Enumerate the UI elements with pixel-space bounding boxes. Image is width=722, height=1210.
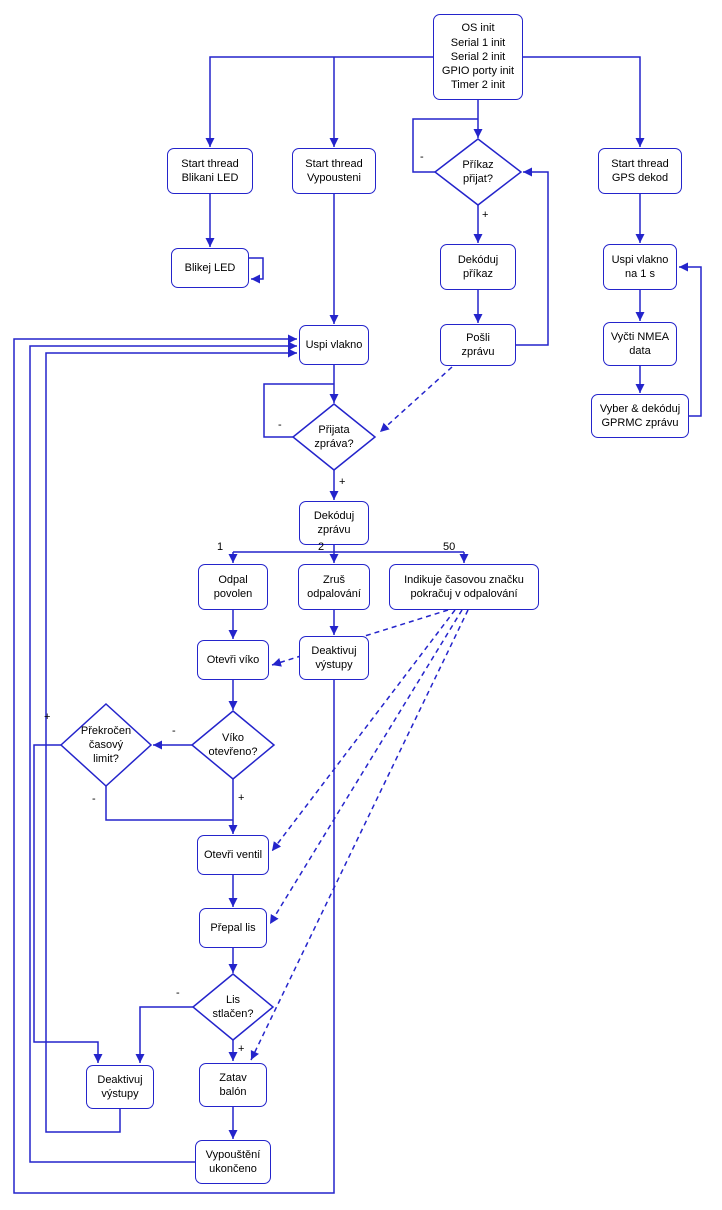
edge-label-prijata-plus: + (339, 476, 346, 488)
edge-label-prekrocen-plus: + (44, 711, 51, 723)
node-start-thread-vypousteni: Start thread Vypousteni (292, 148, 376, 194)
node-deaktivuj-vystupy-horni: Deaktivuj výstupy (299, 636, 369, 680)
node-prekrocen-limit: Překročen časový limit? (80, 724, 132, 766)
edge-label-branch-50: 50 (443, 541, 456, 553)
node-odpal-povolen: Odpal povolen (198, 564, 268, 610)
edge-label-viko-minus: - (172, 725, 176, 737)
node-blikej-led: Blikej LED (171, 248, 249, 288)
dashed-indikuje-prepal (269, 609, 463, 925)
edge-os-to-blikani (205, 56, 433, 147)
node-gprmc: Vyber & dekóduj GPRMC zprávu (591, 394, 689, 438)
diamond-prikaz-prijat-shape (433, 138, 523, 206)
node-prikaz-prijat: Příkaz přijat? (462, 158, 494, 185)
node-posli-zpravu: Pošli zprávu (440, 324, 516, 366)
edge-deaktivujhorni-loop-uspi (13, 334, 335, 1194)
edge-lis-minus-deaktivuj (135, 1006, 193, 1063)
node-start-thread-blikani: Start thread Blikani LED (167, 148, 253, 194)
node-vycti-nmea: Vyčti NMEA data (603, 322, 677, 366)
edge-os-to-gps (523, 56, 645, 147)
edge-blikej-selfloop (249, 257, 264, 284)
node-os-init: OS init Serial 1 init Serial 2 init GPIO… (433, 14, 523, 100)
node-dekoduj-zpravu: Dekóduj zprávu (299, 501, 369, 545)
node-dekoduj-prikaz: Dekóduj příkaz (440, 244, 516, 290)
edge-label-viko-plus: + (238, 792, 245, 804)
node-lis-stlacen: Lis stlačen? (212, 993, 254, 1020)
edge-label-prijata-minus: - (278, 419, 282, 431)
diamond-prijata-zprava-shape (291, 403, 377, 471)
node-otevri-viko: Otevři víko (197, 640, 269, 680)
node-uspi-vlakno: Uspi vlakno (299, 325, 369, 365)
node-prepal-lis: Přepal lis (199, 908, 267, 948)
edge-prekrocen-plus-deaktivuj (33, 744, 103, 1063)
node-indikuje-znacku: Indikuje časovou značku pokračuj v odpal… (389, 564, 539, 610)
edge-prekrocen-minus-join (105, 786, 233, 821)
edge-label-prekrocen-minus: - (92, 793, 96, 805)
node-start-thread-gps: Start thread GPS dekod (598, 148, 682, 194)
node-deaktivuj-vystupy-dolni: Deaktivuj výstupy (86, 1065, 154, 1109)
edge-label-branch-2: 2 (318, 541, 325, 553)
node-zatav-balon: Zatav balón (199, 1063, 267, 1107)
edge-vypousteni-loop-uspi (29, 341, 297, 1163)
node-vypousteni-ukonceno: Vypouštění ukončeno (195, 1140, 271, 1184)
dashed-indikuje-ventil (271, 609, 456, 852)
node-prijata-zprava: Přijata zpráva? (314, 423, 354, 450)
edge-label-lis-minus: - (176, 987, 180, 999)
edge-posli-loop-prikaz (516, 167, 549, 346)
edge-label-lis-plus: + (238, 1043, 245, 1055)
edge-label-prikaz-plus: + (482, 209, 489, 221)
edge-gprmc-loop-uspi1s (679, 262, 702, 417)
node-otevri-ventil: Otevři ventil (197, 835, 269, 875)
dashed-connectors (250, 366, 469, 1061)
solid-connectors (13, 56, 702, 1194)
diamond-lis-stlacen-shape (191, 973, 275, 1041)
node-viko-otevreno: Víko otevřeno? (208, 731, 258, 758)
node-zrus-odpalovani: Zruš odpalování (298, 564, 370, 610)
diamond-viko-otevreno-shape (190, 710, 276, 780)
edge-prijata-minus-loop (263, 383, 334, 438)
node-uspi-vlakno-1s: Uspi vlakno na 1 s (603, 244, 677, 290)
edge-prikaz-minus-loop (412, 118, 478, 173)
dashed-indikuje-zatav (250, 609, 469, 1061)
edge-label-prikaz-minus: - (420, 151, 424, 163)
edge-deaktivujdolni-loop-uspi (45, 348, 297, 1133)
diamond-prekrocen-limit-shape (59, 702, 153, 788)
edge-label-branch-1: 1 (217, 541, 224, 553)
decision-shapes (59, 138, 523, 1041)
dashed-posli-prijata (379, 366, 453, 433)
